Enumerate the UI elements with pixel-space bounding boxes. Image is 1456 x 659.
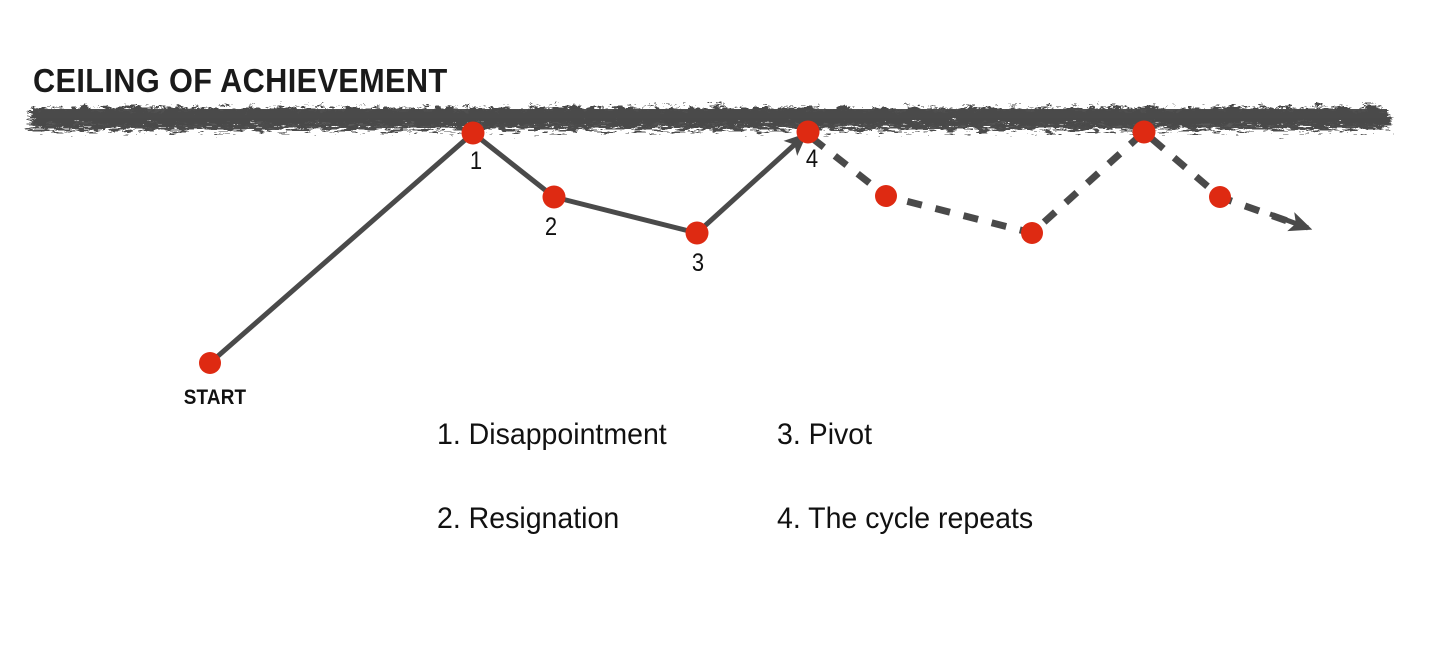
ceiling-band [31, 108, 1389, 130]
solid-path [207, 130, 700, 366]
dashed-path-group [809, 127, 1313, 237]
legend-item-4: 4. The cycle repeats [777, 502, 1034, 535]
node-dots [199, 120, 1231, 374]
node-dot-6[interactable] [1021, 222, 1043, 244]
legend-item-3: 3. Pivot [777, 418, 873, 451]
solid-path-group [207, 130, 808, 366]
node-dot-8[interactable] [1209, 186, 1231, 208]
legend: 1. Disappointment 3. Pivot 2. Resignatio… [437, 420, 1097, 588]
node-dot-5[interactable] [875, 185, 897, 207]
node-label-2: 2 [544, 213, 558, 241]
legend-item-1: 1. Disappointment [437, 418, 667, 451]
node-label-3: 3 [691, 249, 705, 277]
node-label-4: 4 [805, 145, 819, 173]
node-dot-4[interactable] [796, 120, 820, 144]
node-dot-7[interactable] [1132, 120, 1156, 144]
page-title: CEILING OF ACHIEVEMENT [33, 62, 448, 99]
start-dot[interactable] [199, 352, 221, 374]
dashed-path-arrow-segment [1269, 211, 1313, 232]
node-dot-1[interactable] [461, 121, 485, 145]
node-dot-3[interactable] [685, 221, 709, 245]
start-label: START [183, 386, 247, 409]
dashed-path [809, 127, 1292, 237]
node-dot-2[interactable] [542, 185, 566, 209]
node-label-1: 1 [469, 147, 483, 175]
legend-item-2: 2. Resignation [437, 502, 620, 535]
solid-path-arrow-segment [695, 132, 808, 235]
